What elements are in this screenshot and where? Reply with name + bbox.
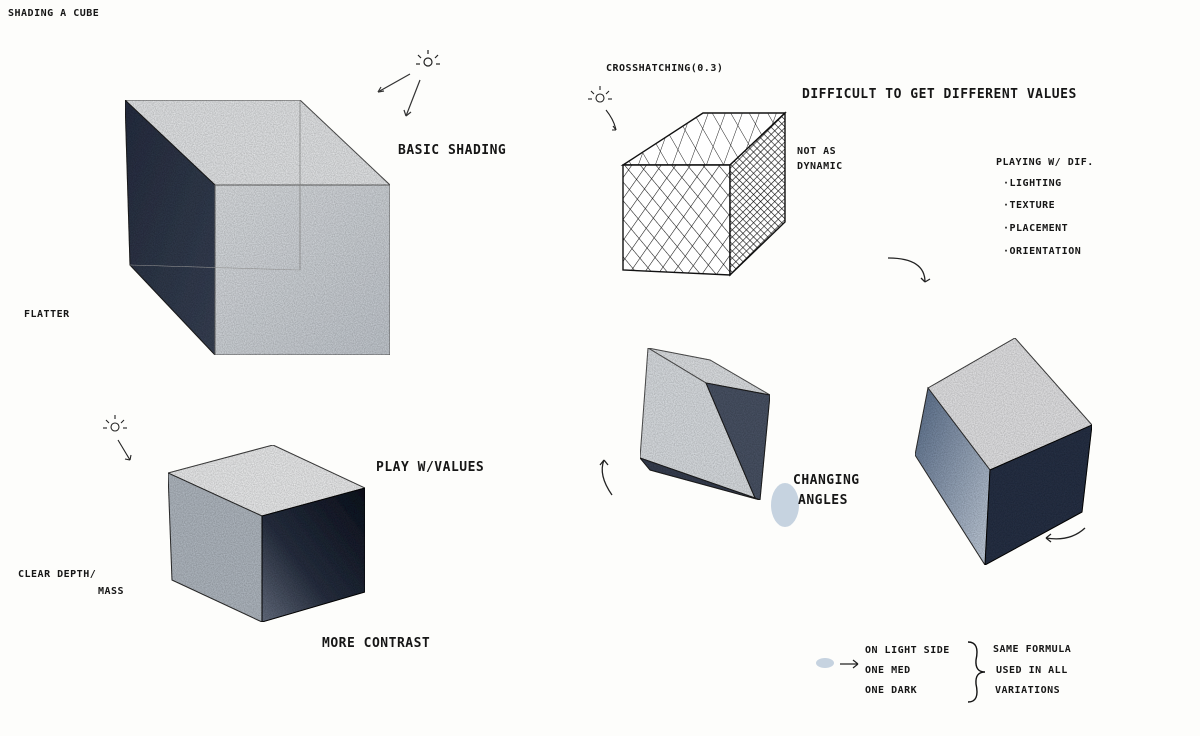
label-changing: CHANGING: [793, 473, 860, 488]
cube-crosshatching: [620, 111, 787, 277]
label-dynamic: DYNAMIC: [797, 161, 843, 172]
label-flatter: FLATTER: [24, 309, 70, 320]
label-difficult-values: DIFFICULT TO GET DIFFERENT VALUES: [802, 87, 1077, 102]
label-one-light-side: ON LIGHT SIDE: [865, 645, 950, 656]
sun-icon: [588, 86, 617, 131]
label-lighting: ·LIGHTING: [1003, 178, 1062, 189]
label-one-med: ONE MED: [865, 665, 911, 676]
label-play-with-values: PLAY W/VALUES: [376, 460, 485, 475]
page-title: SHADING A CUBE: [8, 8, 100, 19]
label-one-dark: ONE DARK: [865, 685, 918, 696]
label-texture: ·TEXTURE: [1003, 200, 1056, 211]
sun-icon: [416, 50, 440, 67]
cube-more-contrast: [166, 444, 367, 623]
label-placement: ·PLACEMENT: [1003, 223, 1069, 234]
label-not-as: NOT AS: [797, 146, 837, 157]
label-used-in-all: USED IN ALL: [996, 665, 1068, 676]
brace-icon: [967, 641, 986, 703]
label-angles: ANGLES: [798, 493, 848, 508]
label-basic-shading: BASIC SHADING: [398, 143, 507, 158]
blue-smudge: [771, 483, 834, 668]
label-same-formula: SAME FORMULA: [993, 644, 1072, 655]
label-clear-depth: CLEAR DEPTH/: [18, 569, 97, 580]
label-orientation: ·ORIENTATION: [1003, 246, 1082, 257]
label-more-contrast: MORE CONTRAST: [322, 636, 431, 651]
label-crosshatching: CROSSHATCHING(0.3): [606, 63, 724, 74]
arrow-icon: [599, 459, 1086, 543]
cube-changing-angles-right: [914, 337, 1093, 567]
sun-icon: [103, 415, 132, 461]
label-playing-with-dif: PLAYING W/ DIF.: [996, 157, 1094, 168]
label-mass: MASS: [98, 586, 125, 597]
cube-changing-angles-left: [638, 347, 771, 501]
arrow-icon: [377, 73, 421, 117]
label-variations: VARIATIONS: [995, 685, 1061, 696]
arrow-icon: [840, 659, 859, 669]
cube-basic-shading: [123, 98, 392, 357]
arrow-icon: [887, 257, 931, 283]
